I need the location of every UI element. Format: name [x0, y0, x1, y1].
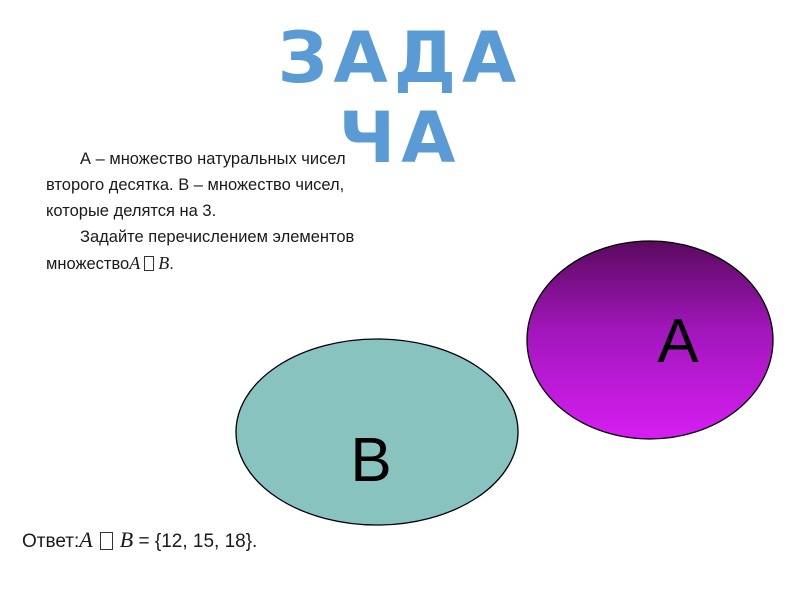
set-operation-symbol — [144, 256, 155, 271]
slide-title: ЗАДАЧА — [277, 17, 523, 179]
period: . — [169, 255, 174, 273]
circle-a-label: А — [657, 307, 699, 376]
answer-line: Ответ:A B = {12, 15, 18}. — [22, 527, 257, 555]
task-text: А – множество натуральных чисел второго … — [46, 146, 371, 277]
answer-label: Ответ: — [22, 531, 80, 552]
answer-math-a: A — [79, 527, 93, 552]
task-paragraph-2: Задайте перечислением элементов множеств… — [46, 224, 371, 277]
circle-b — [235, 338, 519, 526]
math-symbol-b: B — [158, 253, 170, 273]
circle-b-label: В — [350, 426, 391, 495]
circle-a — [526, 240, 774, 440]
answer-set-operation-symbol — [99, 532, 113, 550]
answer-math-b: B — [119, 527, 134, 552]
answer-value: = {12, 15, 18}. — [138, 531, 258, 552]
task-paragraph-2-text: Задайте перечислением элементов множеств… — [46, 228, 355, 273]
task-paragraph-1: А – множество натуральных чисел второго … — [46, 150, 346, 220]
math-symbol-a: A — [129, 253, 141, 273]
